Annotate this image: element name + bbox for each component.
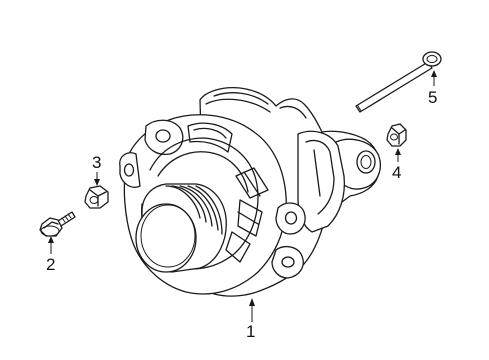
alternator-part <box>119 86 381 322</box>
callout-3: 3 <box>92 153 101 172</box>
long-bolt-part <box>355 51 442 113</box>
callout-5: 5 <box>428 88 437 107</box>
callout-4: 4 <box>392 163 401 182</box>
nut-right-part <box>386 123 407 162</box>
nut-left-part <box>84 172 109 209</box>
callout-1: 1 <box>246 322 255 341</box>
bolt-part <box>39 211 76 254</box>
callout-2: 2 <box>46 255 55 274</box>
